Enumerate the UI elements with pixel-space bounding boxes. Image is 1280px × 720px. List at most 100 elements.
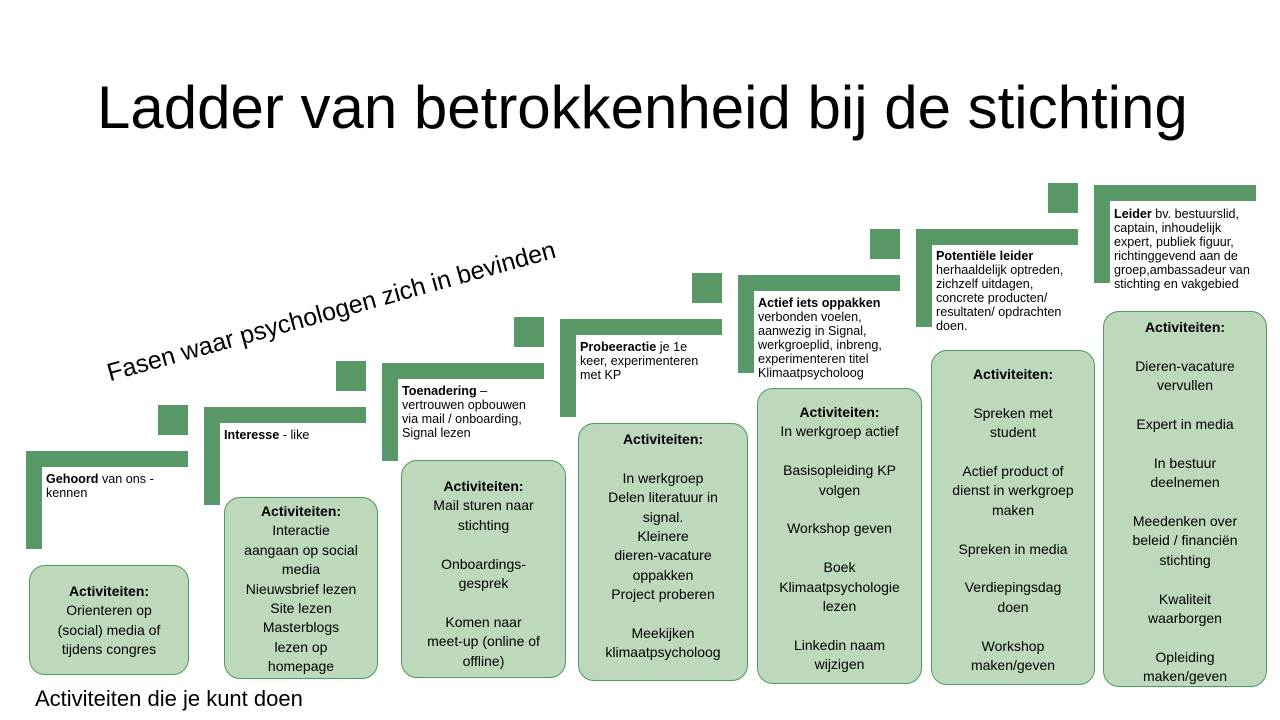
activity-heading: Activiteiten: — [1144, 319, 1226, 335]
activity-spacer — [402, 535, 565, 554]
activity-heading: Activiteiten: — [68, 583, 150, 599]
activity-item: deelnemen — [1150, 474, 1220, 491]
activity-item: Delen literatuur in — [608, 489, 718, 506]
page-title: Ladder van betrokkenheid bij de stichtin… — [97, 74, 1188, 141]
stair-triangle-6 — [1048, 183, 1078, 213]
activity-item: wijzigen — [814, 656, 865, 673]
activity-item: meet-up (online of — [427, 633, 540, 650]
activity-spacer — [932, 520, 1094, 539]
stair-horizontal-7 — [1094, 185, 1256, 201]
activity-heading: Activiteiten: — [443, 478, 524, 494]
activity-item: Klimaatpsychologie — [779, 578, 900, 595]
activity-item: oppakken — [632, 566, 694, 583]
activity-spacer — [1104, 570, 1266, 589]
activity-item: Meedenken over — [1132, 513, 1238, 529]
activity-spacer — [758, 500, 921, 519]
activity-item: Verdiepingsdag — [964, 579, 1062, 596]
stair-vertical-6 — [916, 229, 932, 327]
activity-spacer — [932, 617, 1094, 636]
step-3: Toenadering – vertrouwen opbouwen via ma… — [402, 384, 526, 440]
activity-item: Boek — [823, 559, 856, 576]
activity-item: gesprek — [458, 575, 509, 592]
activity-item: volgen — [818, 481, 861, 498]
activity-item: Workshop geven — [787, 520, 892, 537]
activity-item: Komen naar — [445, 613, 522, 630]
stair-triangle-5 — [870, 229, 900, 259]
stair-triangle-3 — [514, 317, 544, 347]
activity-heading: Activiteiten: — [622, 431, 704, 447]
activity-item: stichting — [1159, 551, 1211, 568]
step-6: Potentiële leider herhaaldelijk optreden… — [936, 249, 1064, 333]
stair-horizontal-3 — [382, 363, 544, 379]
activity-item: Workshop — [981, 637, 1045, 654]
activity-item: Spreken in media — [958, 540, 1068, 557]
activity-item: homepage — [267, 658, 335, 675]
activity-item: offline) — [462, 652, 505, 669]
activity-item: media — [281, 561, 321, 578]
stair-vertical-4 — [560, 319, 576, 417]
step-7: Leider bv. bestuurslid, captain, inhoude… — [1114, 207, 1250, 291]
activity-spacer — [402, 593, 565, 612]
stair-triangle-4 — [692, 273, 722, 303]
activity-item: signal. — [642, 508, 684, 525]
stair-horizontal-6 — [916, 229, 1078, 245]
activity-item: maken/geven — [1142, 668, 1228, 685]
activity-item: Orienteren op — [66, 602, 152, 619]
activity-item: Spreken met — [973, 404, 1053, 421]
step-2: Interesse - like — [224, 428, 310, 442]
activity-item: Mail sturen naar — [433, 497, 534, 514]
activity-item: Onboardings- — [441, 555, 526, 572]
activity-box-1: Activiteiten:Orienteren op(social) media… — [29, 565, 189, 675]
activities-footer-label: Activiteiten die je kunt doen — [35, 686, 303, 711]
activity-item: maken — [991, 501, 1035, 518]
stair-triangle-2 — [336, 361, 366, 391]
activity-item: Meekijken — [631, 625, 695, 642]
activity-item: Expert in media — [1136, 416, 1234, 432]
activity-item: klimaatpsycholoog — [605, 644, 721, 661]
activity-item: In werkgroep actief — [780, 423, 899, 440]
activity-item: Kwaliteit — [1158, 590, 1212, 607]
activity-item: Site lezen — [270, 600, 332, 617]
stair-horizontal-5 — [738, 275, 900, 291]
activity-item: waarborgen — [1148, 610, 1222, 627]
activity-spacer — [932, 384, 1094, 403]
activity-item: beleid / financiën — [1132, 532, 1238, 549]
step-4: Probeeractie je 1e keer, experimenteren … — [580, 340, 699, 382]
stair-vertical-1 — [26, 451, 42, 549]
activity-item: doen — [997, 598, 1029, 615]
activity-item: Dieren-vacature — [1135, 357, 1235, 374]
activity-item: student — [990, 424, 1036, 441]
step-1: Gehoord van ons - kennen — [46, 472, 154, 500]
activity-item: Masterblogs — [262, 619, 340, 636]
activity-item: Kleinere — [637, 528, 689, 545]
activity-spacer — [758, 442, 921, 461]
activity-heading: Activiteiten: — [799, 404, 880, 420]
activity-item: Nieuwsbrief lezen — [245, 580, 357, 597]
activity-item: Linkedin naam — [793, 636, 886, 653]
activity-spacer — [932, 443, 1094, 462]
stair-triangle-1 — [158, 405, 188, 435]
activity-spacer — [579, 449, 747, 468]
activity-item: In bestuur — [1153, 454, 1217, 471]
activity-item: dieren-vacature — [614, 547, 712, 564]
activity-spacer — [1104, 628, 1266, 647]
activity-item: Project proberen — [611, 586, 715, 603]
activity-spacer — [1104, 396, 1266, 415]
stair-vertical-7 — [1094, 185, 1110, 283]
activity-spacer — [932, 559, 1094, 578]
activity-spacer — [1104, 337, 1266, 356]
activity-item: stichting — [457, 516, 510, 533]
step-5: Actief iets oppakken verbonden voelen, a… — [758, 296, 882, 380]
activity-spacer — [1104, 493, 1266, 512]
activity-item: maken/geven — [970, 657, 1056, 674]
activity-item: dienst in werkgroep — [952, 482, 1074, 499]
activity-item: lezen op — [274, 638, 328, 655]
activity-item: Interactie — [272, 522, 330, 539]
stair-vertical-5 — [738, 275, 754, 373]
activity-spacer — [579, 605, 747, 624]
